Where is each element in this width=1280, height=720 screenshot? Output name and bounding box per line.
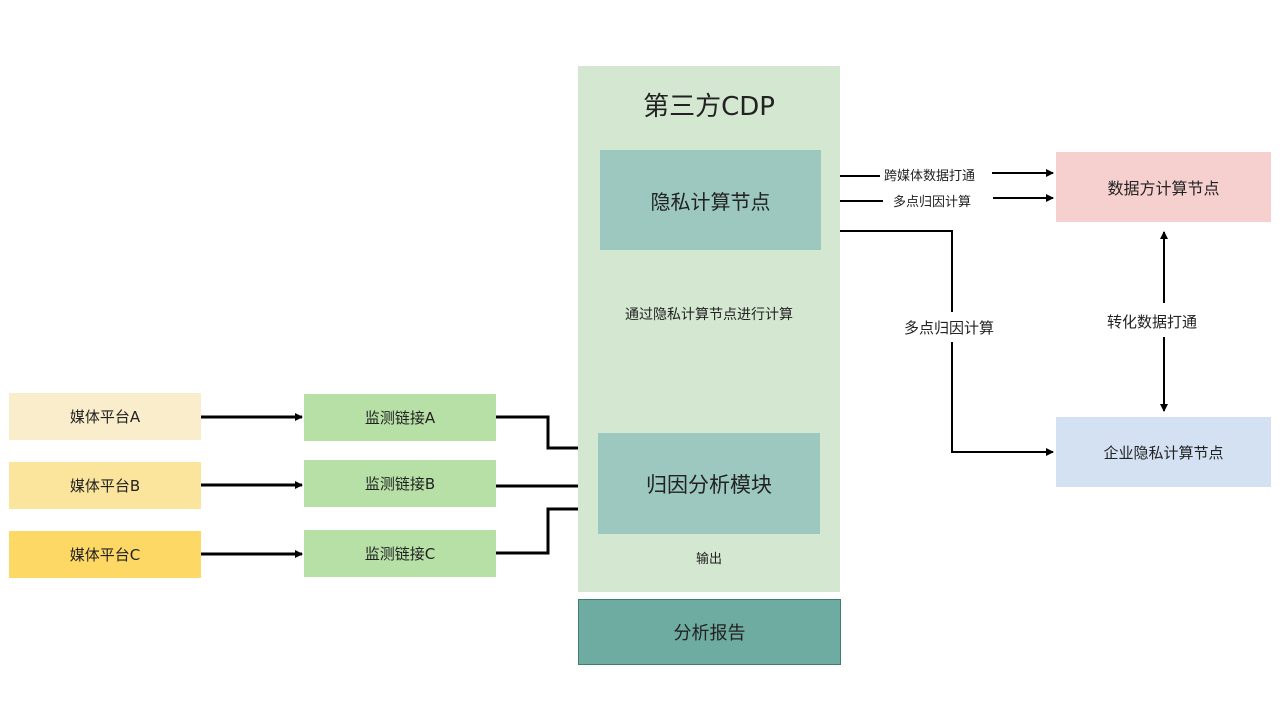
edge-label-multi-touch-top: 多点归因计算 bbox=[893, 195, 972, 210]
edge-label-cross-media: 跨媒体数据打通 bbox=[884, 169, 976, 184]
enterprise-privacy-computing-node[interactable]: 企业隐私计算节点 bbox=[1056, 417, 1271, 487]
data-party-computing-node[interactable]: 数据方计算节点 bbox=[1056, 152, 1271, 222]
edge-label-conversion: 转化数据打通 bbox=[1107, 313, 1198, 331]
media-platform-a[interactable]: 媒体平台A bbox=[9, 393, 201, 440]
monitoring-link-b[interactable]: 监测链接B bbox=[304, 460, 496, 507]
edge-label-multi-touch-enterprise: 多点归因计算 bbox=[904, 319, 995, 337]
arrow-enterprise-to-privacy bbox=[826, 227, 953, 312]
attribution-analysis-module[interactable]: 归因分析模块 bbox=[598, 433, 820, 534]
monitoring-link-c[interactable]: 监测链接C bbox=[304, 530, 496, 577]
arrow-privacy-to-enterprise bbox=[951, 342, 1054, 456]
cdp-title: 第三方CDP bbox=[643, 92, 775, 122]
internal-link-label: 通过隐私计算节点进行计算 bbox=[578, 304, 840, 324]
monitoring-link-a[interactable]: 监测链接A bbox=[304, 394, 496, 441]
output-label: 输出 bbox=[695, 552, 722, 567]
arrow-monitor-a-to-attribution bbox=[496, 415, 598, 452]
media-platform-b[interactable]: 媒体平台B bbox=[9, 462, 201, 509]
media-platform-c[interactable]: 媒体平台C bbox=[9, 531, 201, 578]
privacy-computing-node[interactable]: 隐私计算节点 bbox=[600, 150, 821, 250]
analysis-report[interactable]: 分析报告 bbox=[578, 599, 841, 665]
arrow-monitor-c-to-attribution bbox=[496, 505, 598, 555]
